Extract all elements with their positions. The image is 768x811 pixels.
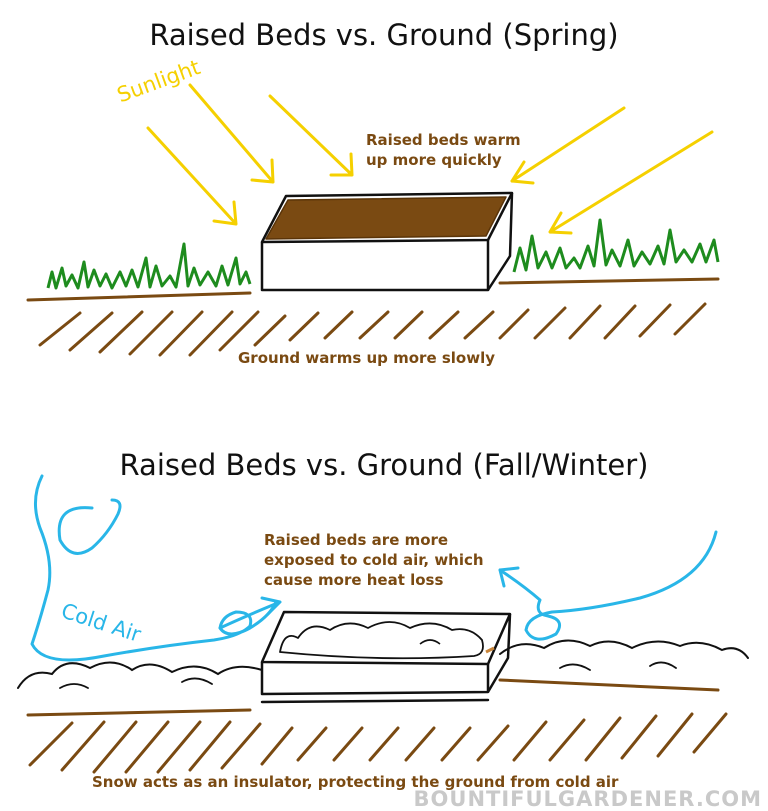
spring-soil-hatching xyxy=(38,302,707,357)
winter-title: Raised Beds vs. Ground (Fall/Winter) xyxy=(119,448,649,482)
winter-bed-note-line: Raised beds are more xyxy=(264,531,449,549)
winter-ground-line xyxy=(26,678,720,717)
winter-bed-note: Raised beds are more exposed to cold air… xyxy=(264,530,484,590)
spring-ground-line xyxy=(26,277,720,302)
spring-grass-left xyxy=(46,242,252,290)
sun-ray-arrow xyxy=(268,94,354,177)
sun-ray-arrow xyxy=(548,130,714,235)
winter-raised-bed xyxy=(260,610,512,696)
spring-ground-note: Ground warms up more slowly xyxy=(238,349,496,367)
sun-ray-arrows xyxy=(146,83,714,235)
winter-bed-note-line: exposed to cold air, which xyxy=(264,551,484,569)
spring-bed-note: Raised beds warm up more quickly xyxy=(366,130,521,170)
spring-title: Raised Beds vs. Ground (Spring) xyxy=(149,18,619,52)
winter-bed-snow xyxy=(279,621,484,660)
sun-ray-arrow xyxy=(188,83,275,184)
cold-air-arrow xyxy=(498,530,718,641)
cold-air-arrow xyxy=(218,596,282,630)
winter-panel: Raised Beds vs. Ground (Fall/Winter) xyxy=(0,430,768,811)
spring-bed-note-line: up more quickly xyxy=(366,151,502,169)
cold-air-loop xyxy=(57,498,122,555)
winter-snow xyxy=(17,639,749,689)
sun-ray-arrow xyxy=(510,106,626,185)
winter-bed-note-line: cause more heat loss xyxy=(264,571,444,589)
spring-panel: Raised Beds vs. Ground (Spring) xyxy=(0,0,768,400)
winter-ground-note: Snow acts as an insulator, protecting th… xyxy=(92,773,619,791)
spring-bed-note-line: Raised beds warm xyxy=(366,131,521,149)
spring-illustration xyxy=(26,83,720,357)
winter-soil-hatching xyxy=(28,712,728,774)
cold-air-arrows xyxy=(30,474,718,662)
spring-raised-bed xyxy=(260,191,514,292)
cold-air-swirl xyxy=(30,474,278,662)
winter-snow xyxy=(59,661,677,689)
spring-grass-right xyxy=(512,218,720,273)
watermark: BOUNTIFULGARDENER.COM xyxy=(413,787,762,811)
winter-illustration xyxy=(17,474,749,774)
sun-ray-arrow xyxy=(146,126,238,226)
winter-bed-base-line xyxy=(260,698,490,704)
